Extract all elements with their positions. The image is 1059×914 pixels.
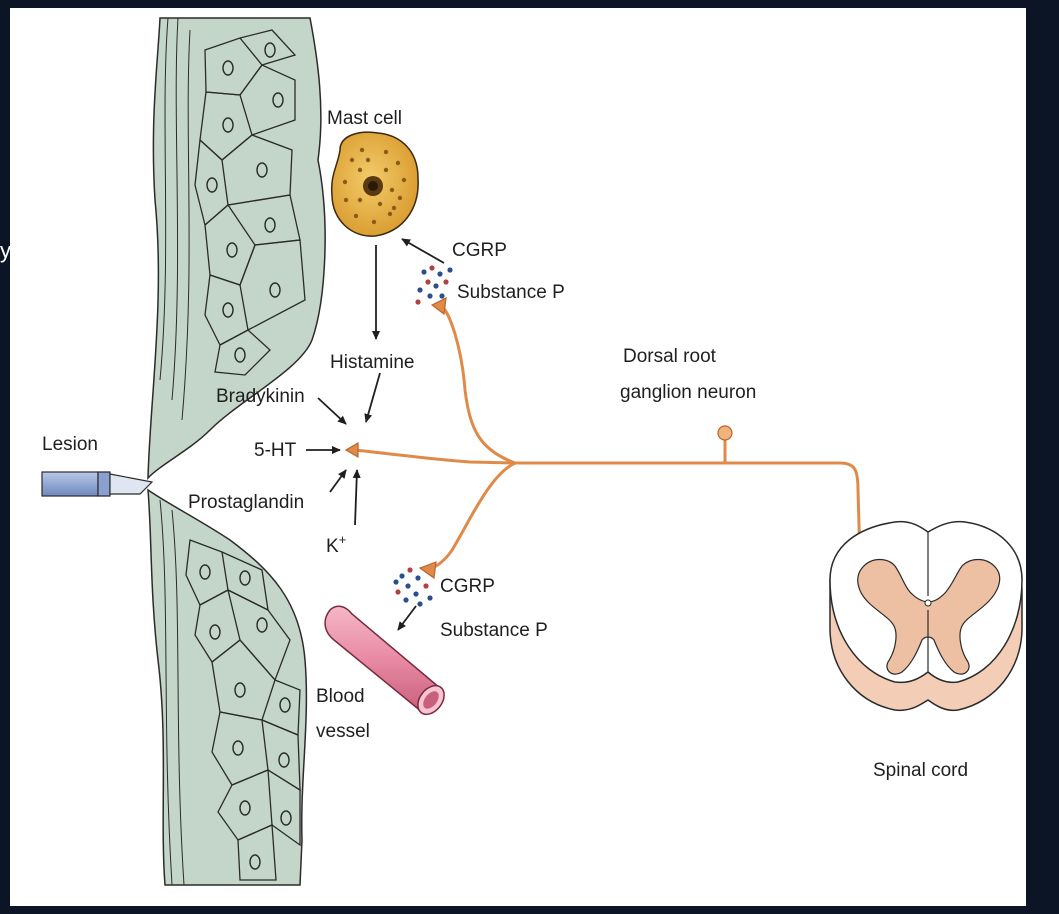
peptide-dot: [405, 583, 410, 588]
granule: [392, 206, 396, 210]
peptide-dot: [425, 279, 430, 284]
peptide-dot: [433, 283, 438, 288]
spinal-cord: [830, 522, 1022, 711]
peptide-dot: [415, 575, 420, 580]
label-blood-line1: Blood: [316, 686, 365, 707]
granule: [344, 198, 348, 202]
granule: [343, 180, 347, 184]
scalpel-icon: [42, 472, 152, 496]
peptide-dot: [421, 269, 426, 274]
peptide-dot: [429, 265, 434, 270]
granule: [388, 212, 392, 216]
arrow-cgrp-to-mast-cell: [402, 239, 444, 263]
peptide-dot: [447, 267, 452, 272]
label-dorsal-root-line2: ganglion neuron: [620, 382, 756, 403]
tissue-upper: [148, 18, 325, 478]
granule: [398, 196, 402, 200]
granule: [360, 148, 364, 152]
granule: [372, 220, 376, 224]
label-k-ion: K+: [326, 532, 346, 557]
mast-cell: [332, 132, 418, 236]
granule: [366, 158, 370, 162]
label-substance-p-lower: Substance P: [440, 620, 548, 641]
peptide-dot: [415, 299, 420, 304]
arrow-bradykinin-to-ending: [318, 398, 346, 424]
granule: [402, 178, 406, 182]
peptide-dot: [417, 601, 422, 606]
granule: [384, 150, 388, 154]
nerve-fibers: [355, 305, 875, 580]
granule: [350, 158, 354, 162]
peptide-dot: [403, 597, 408, 602]
peptide-dot: [417, 287, 422, 292]
nerve-endings: [346, 298, 884, 588]
peptide-dot: [443, 279, 448, 284]
peptide-dot: [407, 567, 412, 572]
label-mast-cell: Mast cell: [327, 108, 402, 129]
peptide-dot: [399, 573, 404, 578]
peptide-dot: [413, 591, 418, 596]
tissue-lower: [148, 490, 306, 885]
granule: [378, 202, 382, 206]
arrow-histamine-to-ending: [366, 373, 380, 422]
label-lesion: Lesion: [42, 434, 98, 455]
peptide-dot: [423, 583, 428, 588]
granule: [390, 188, 394, 192]
label-5ht: 5-HT: [254, 440, 297, 461]
peptide-dot: [395, 589, 400, 594]
label-blood-line2: vessel: [316, 721, 370, 742]
peptide-dot: [437, 271, 442, 276]
granule: [358, 198, 362, 202]
arrow-k-to-ending: [355, 470, 357, 525]
peptide-dot: [439, 293, 444, 298]
peptide-dot: [427, 293, 432, 298]
label-cgrp-upper: CGRP: [452, 240, 507, 261]
granule: [396, 161, 400, 165]
granule: [358, 168, 362, 172]
arrows: [306, 239, 444, 630]
neuropeptide-dots-upper: [415, 265, 452, 304]
granule: [354, 214, 358, 218]
arrow-prostaglandin-to-ending: [330, 470, 346, 492]
arrow-cgrp-to-vessel: [398, 606, 416, 630]
label-bradykinin: Bradykinin: [216, 386, 305, 407]
peptide-dot: [393, 579, 398, 584]
label-prostaglandin: Prostaglandin: [188, 492, 304, 513]
peptide-dot: [427, 595, 432, 600]
label-substance-p-upper: Substance P: [457, 282, 565, 303]
label-dorsal-root-line1: Dorsal root: [623, 346, 717, 367]
label-spinal-cord: Spinal cord: [873, 760, 968, 781]
label-histamine: Histamine: [330, 352, 414, 373]
granule: [384, 168, 388, 172]
label-cgrp-lower: CGRP: [440, 576, 495, 597]
